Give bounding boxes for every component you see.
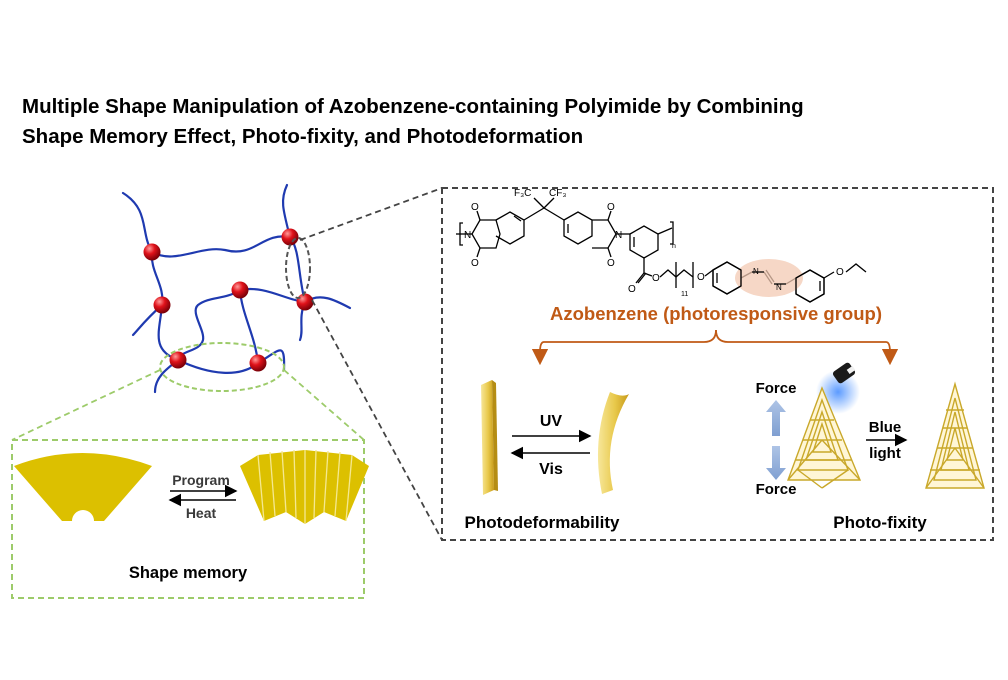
subscript-11: 11	[681, 291, 688, 298]
straight-film	[481, 380, 494, 495]
crosslink-node	[249, 354, 267, 372]
photodeformability-section: UV Vis Photodeformability	[465, 380, 629, 532]
grey-zoom-ellipse	[285, 237, 311, 299]
imide-n-right: N	[615, 230, 622, 241]
title-line-1: Multiple Shape Manipulation of Azobenzen…	[22, 95, 804, 118]
chemical-structure	[456, 197, 867, 303]
fan-shape-programmed	[240, 449, 369, 524]
crosslink-node	[281, 228, 299, 246]
force-arrow-up-icon	[766, 400, 786, 436]
polymer-network	[121, 183, 352, 394]
ether-o-left: O	[697, 272, 705, 283]
imide-o-bottom-right: O	[607, 258, 615, 269]
ester-o-link: O	[652, 273, 660, 284]
fan-shape-original	[14, 453, 152, 521]
crosslink-node	[231, 281, 249, 299]
bent-film	[597, 392, 629, 494]
azo-n-2: N	[776, 283, 782, 292]
light-source-icon	[832, 362, 856, 384]
title-line-2: Shape Memory Effect, Photo-fixity, and P…	[22, 125, 584, 148]
lattice-structure-fixed	[925, 381, 985, 489]
imide-o-bottom-left: O	[471, 258, 479, 269]
green-zoom-ellipse	[159, 342, 285, 392]
force-arrow-down-icon	[766, 446, 786, 480]
light-source-lens	[846, 365, 856, 374]
vis-label: Vis	[539, 461, 563, 478]
shape-memory-frame	[11, 439, 365, 599]
photodeformability-label: Photodeformability	[465, 513, 620, 532]
crosslink-node	[153, 296, 171, 314]
lattice-structure-stretched	[786, 386, 862, 489]
crosslink-node	[296, 293, 314, 311]
ester-o-carbonyl: O	[628, 284, 636, 295]
azobenzene-label: Azobenzene (photoresponsive group)	[550, 303, 882, 324]
polymer-structure-panel: F₃C CF₃ O O N O O N n O O 11 O N N O Azo…	[441, 187, 994, 541]
ether-o-right: O	[836, 267, 844, 278]
crosslink-node	[169, 351, 187, 369]
force-top-label: Force	[756, 380, 797, 397]
structure-ring-bonds	[712, 261, 825, 303]
program-label: Program	[172, 472, 230, 488]
crosslink-nodes	[143, 228, 314, 372]
page-title: Multiple Shape Manipulation of Azobenzen…	[22, 92, 986, 152]
force-bottom-label: Force	[756, 481, 797, 498]
shape-memory-label: Shape memory	[129, 564, 248, 582]
azobenzene-branch-arrows	[531, 329, 899, 366]
cf3-left-label: F₃C	[514, 188, 531, 199]
uv-label: UV	[540, 413, 563, 430]
photofixity-section: Force Force Blue	[756, 362, 985, 532]
zoom-connectors	[11, 187, 443, 541]
crosslink-node	[143, 243, 161, 261]
cf3-right-label: CF₃	[549, 188, 566, 199]
imide-o-top-left: O	[471, 202, 479, 213]
subscript-n: n	[672, 243, 676, 250]
imide-n-left: N	[464, 230, 471, 241]
imide-o-top-right: O	[607, 202, 615, 213]
blue-light-label-2: light	[869, 445, 901, 462]
straight-film-side	[492, 380, 498, 491]
photofixity-label: Photo-fixity	[833, 513, 927, 532]
azobenzene-highlight	[735, 259, 803, 297]
heat-label: Heat	[186, 505, 217, 521]
structure-frame	[441, 187, 994, 541]
blue-light-label-1: Blue	[869, 419, 902, 436]
shape-memory-panel: Program Heat Shape memory	[11, 439, 369, 599]
